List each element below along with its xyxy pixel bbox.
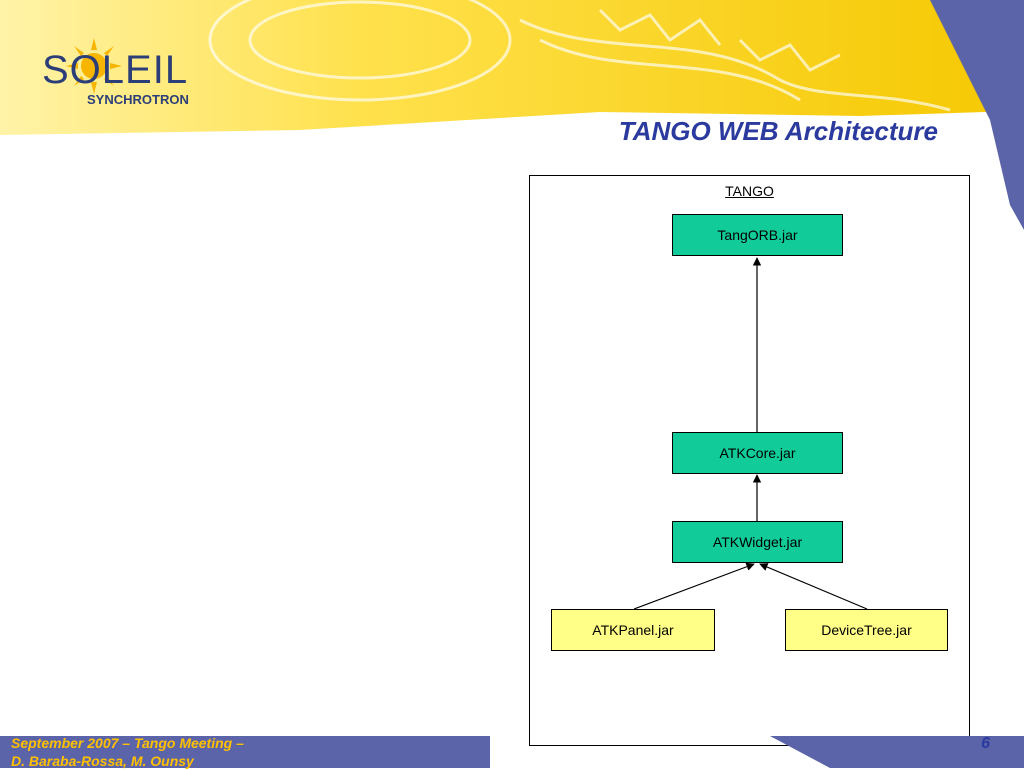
frame-label: TANGO xyxy=(725,183,774,199)
footer-line-2: D. Baraba-Rossa, M. Ounsy xyxy=(11,753,194,769)
edge-atkpanel-to-atkwidget xyxy=(633,562,755,610)
synchrotron-illustration xyxy=(208,0,951,112)
logo-subtitle: SYNCHROTRON xyxy=(87,92,189,107)
footer-credits: September 2007 – Tango Meeting – D. Bara… xyxy=(11,734,244,770)
tango-frame: TANGO TangORB.jar ATKCore.jar ATKWidget.… xyxy=(529,175,970,746)
footer-line-1: September 2007 – Tango Meeting – xyxy=(11,735,244,751)
page-number: 6 xyxy=(981,735,990,752)
node-atkcore: ATKCore.jar xyxy=(672,432,843,474)
dependency-edges xyxy=(633,257,868,610)
node-devicetree: DeviceTree.jar xyxy=(785,609,948,651)
node-atkwidget: ATKWidget.jar xyxy=(672,521,843,563)
node-tangorb: TangORB.jar xyxy=(672,214,843,256)
node-atkpanel: ATKPanel.jar xyxy=(551,609,715,651)
header-band xyxy=(0,0,1024,135)
logo-wordmark: SOLEIL xyxy=(42,48,189,92)
slide-title: TANGO WEB Architecture xyxy=(618,116,938,146)
footer-band xyxy=(0,736,1024,768)
edge-devicetree-to-atkwidget xyxy=(759,563,868,610)
soleil-logo: SOLEIL SYNCHROTRON xyxy=(30,30,200,110)
sun-icon xyxy=(66,38,122,94)
